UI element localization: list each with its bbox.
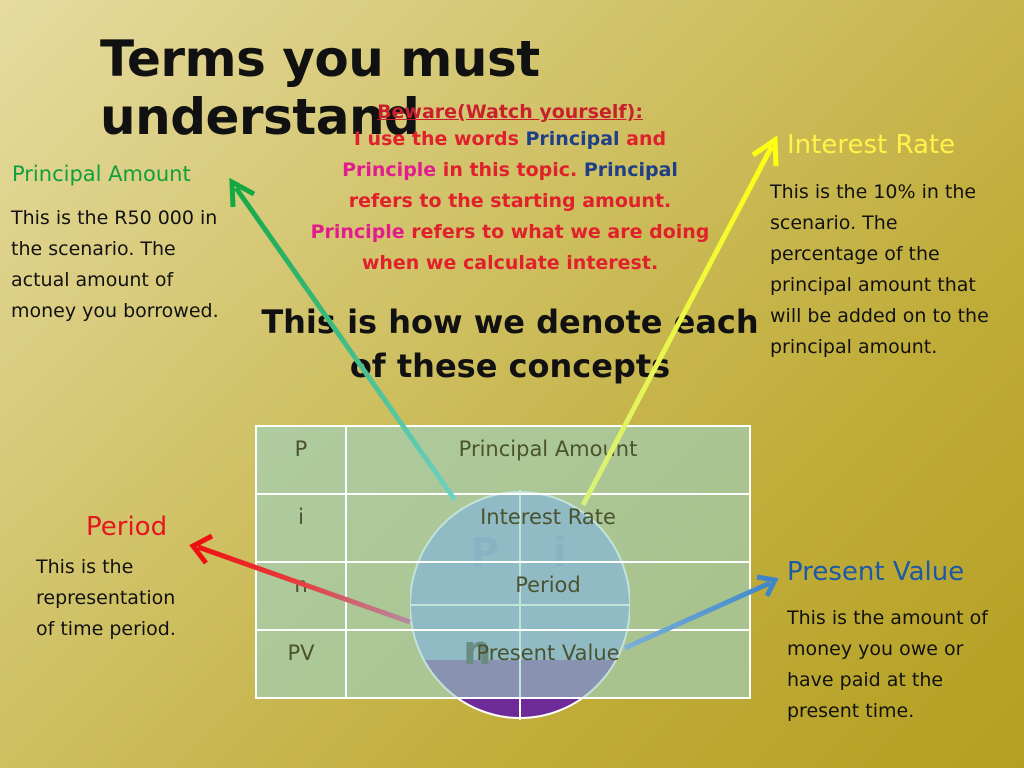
beware-line-3: refers to the starting amount. [348, 190, 672, 212]
interest-line: scenario. The [770, 212, 898, 234]
period-line: of time period. [36, 618, 176, 640]
beware-word-principal: Principal [583, 159, 678, 181]
beware-text: I use the words [353, 128, 526, 150]
period-line: representation [36, 587, 176, 609]
principal-line: the scenario. The [11, 238, 176, 260]
present-value-line: present time. [787, 700, 915, 722]
table-row: PV Present Value [255, 629, 751, 699]
interest-rate-description: This is the 10% in the scenario. The per… [770, 177, 1020, 363]
interest-line: This is the 10% in the [770, 181, 977, 203]
table-symbol-cell: PV [255, 629, 347, 699]
principal-line: actual amount of [11, 269, 174, 291]
period-heading: Period [86, 512, 168, 542]
table-symbol-cell: P [255, 425, 347, 495]
slide-subtitle: This is how we denote each of these conc… [240, 300, 780, 388]
beware-line-4: Principle refers to what we are doing [270, 217, 750, 248]
period-description: This is the representation of time perio… [36, 552, 206, 645]
principal-line: This is the R50 000 in [11, 207, 218, 229]
principal-line: money you borrowed. [11, 300, 219, 322]
present-value-heading: Present Value [787, 557, 965, 587]
beware-text: and [619, 128, 667, 150]
present-value-line: money you owe or [787, 638, 964, 660]
table-term-cell: Present Value [345, 629, 751, 699]
table-row: i Interest Rate [255, 493, 751, 563]
notation-table: P Principal Amount i Interest Rate n Per… [255, 425, 751, 699]
beware-text: in this topic. [436, 159, 584, 181]
beware-word-principle: Principle [310, 221, 405, 243]
principal-heading: Principal Amount [12, 162, 191, 186]
table-row: n Period [255, 561, 751, 631]
beware-word-principal: Principal [525, 128, 620, 150]
subtitle-line-2: of these concepts [349, 347, 671, 385]
beware-line-5: when we calculate interest. [361, 252, 659, 274]
present-value-line: This is the amount of [787, 607, 988, 629]
beware-note: Beware(Watch yourself): I use the words … [270, 100, 750, 279]
beware-word-principle: Principle [342, 159, 437, 181]
interest-line: principal amount. [770, 336, 938, 358]
interest-line: principal amount that [770, 274, 976, 296]
period-line: This is the [36, 556, 134, 578]
interest-rate-heading: Interest Rate [787, 130, 956, 160]
present-value-description: This is the amount of money you owe or h… [787, 603, 1017, 727]
beware-line-1: I use the words Principal and [270, 124, 750, 155]
subtitle-line-1: This is how we denote each [261, 303, 759, 341]
table-row: P Principal Amount [255, 425, 751, 495]
beware-heading: Beware(Watch yourself): [377, 101, 643, 123]
interest-line: percentage of the [770, 243, 940, 265]
beware-text: refers to what we are doing [404, 221, 710, 243]
table-symbol-cell: i [255, 493, 347, 563]
table-term-cell: Interest Rate [345, 493, 751, 563]
principal-description: This is the R50 000 in the scenario. The… [11, 203, 246, 327]
present-value-line: have paid at the [787, 669, 944, 691]
table-term-cell: Principal Amount [345, 425, 751, 495]
table-term-cell: Period [345, 561, 751, 631]
beware-line-2: Principle in this topic. Principal [270, 155, 750, 186]
slide-title: Terms you must understand [100, 30, 540, 146]
interest-line: will be added on to the [770, 305, 989, 327]
table-symbol-cell: n [255, 561, 347, 631]
